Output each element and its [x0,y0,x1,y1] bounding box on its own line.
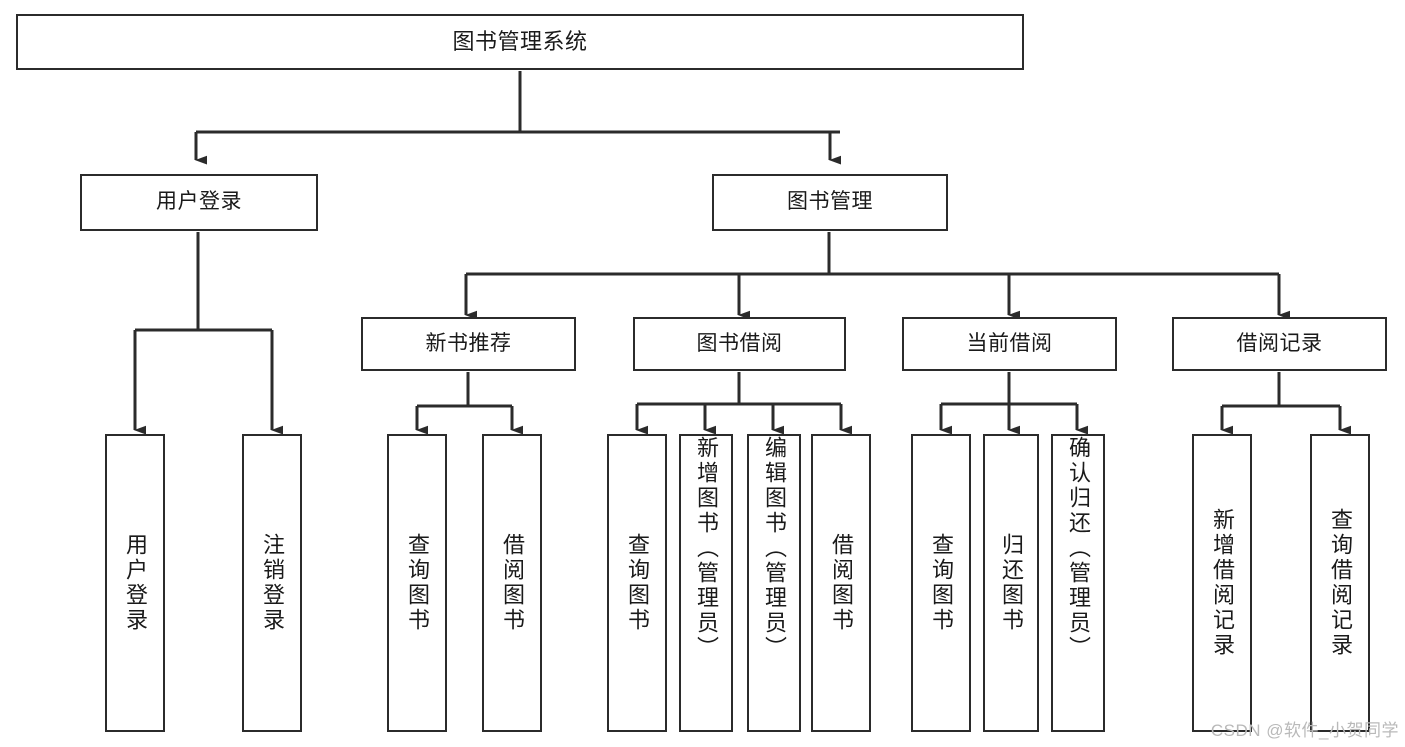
node-borrow-record[interactable]: 借阅记录 [1172,317,1387,371]
leaf-current-confirm-return-admin[interactable]: 确认归还（管理员） [1051,434,1105,732]
leaf-record-query-record[interactable]: 查询借阅记录 [1310,434,1370,732]
node-book-borrow[interactable]: 图书借阅 [633,317,846,371]
node-label: 编辑图书（管理员） [762,436,787,661]
leaf-borrow-query-book[interactable]: 查询图书 [607,434,667,732]
node-label: 用户登录 [123,533,148,633]
leaf-borrow-edit-book-admin[interactable]: 编辑图书（管理员） [747,434,801,732]
leaf-user-login-logout[interactable]: 注销登录 [242,434,302,732]
node-label: 图书管理系统 [452,29,588,55]
node-label: 借阅图书 [500,533,525,633]
leaf-recommend-query-book[interactable]: 查询图书 [387,434,447,732]
watermark-text: CSDN @软件_小贺同学 [1210,721,1399,740]
node-label: 新书推荐 [425,331,512,355]
node-label: 新增借阅记录 [1210,508,1235,658]
node-label: 查询图书 [625,533,650,633]
node-label: 借阅图书 [829,533,854,633]
node-label: 注销登录 [260,533,285,633]
leaf-user-login-login[interactable]: 用户登录 [105,434,165,732]
leaf-current-return-book[interactable]: 归还图书 [983,434,1039,732]
node-label: 查询图书 [405,533,430,633]
node-label: 确认归还（管理员） [1066,436,1091,661]
node-label: 新增图书（管理员） [694,436,719,661]
leaf-recommend-borrow-book[interactable]: 借阅图书 [482,434,542,732]
leaf-current-query-book[interactable]: 查询图书 [911,434,971,732]
node-label: 借阅记录 [1236,331,1323,355]
node-user-login[interactable]: 用户登录 [80,174,318,231]
node-label: 归还图书 [999,533,1024,633]
node-new-book-recommend[interactable]: 新书推荐 [361,317,576,371]
leaf-borrow-borrow-book[interactable]: 借阅图书 [811,434,871,732]
leaf-record-add-record[interactable]: 新增借阅记录 [1192,434,1252,732]
node-current-borrow[interactable]: 当前借阅 [902,317,1117,371]
node-label: 用户登录 [156,190,242,214]
node-label: 查询借阅记录 [1328,508,1353,658]
node-root-system[interactable]: 图书管理系统 [16,14,1024,70]
node-label: 查询图书 [929,533,954,633]
node-label: 当前借阅 [966,331,1053,355]
node-label: 图书借阅 [696,331,783,355]
node-label: 图书管理 [787,190,873,214]
node-book-management[interactable]: 图书管理 [712,174,948,231]
leaf-borrow-add-book-admin[interactable]: 新增图书（管理员） [679,434,733,732]
